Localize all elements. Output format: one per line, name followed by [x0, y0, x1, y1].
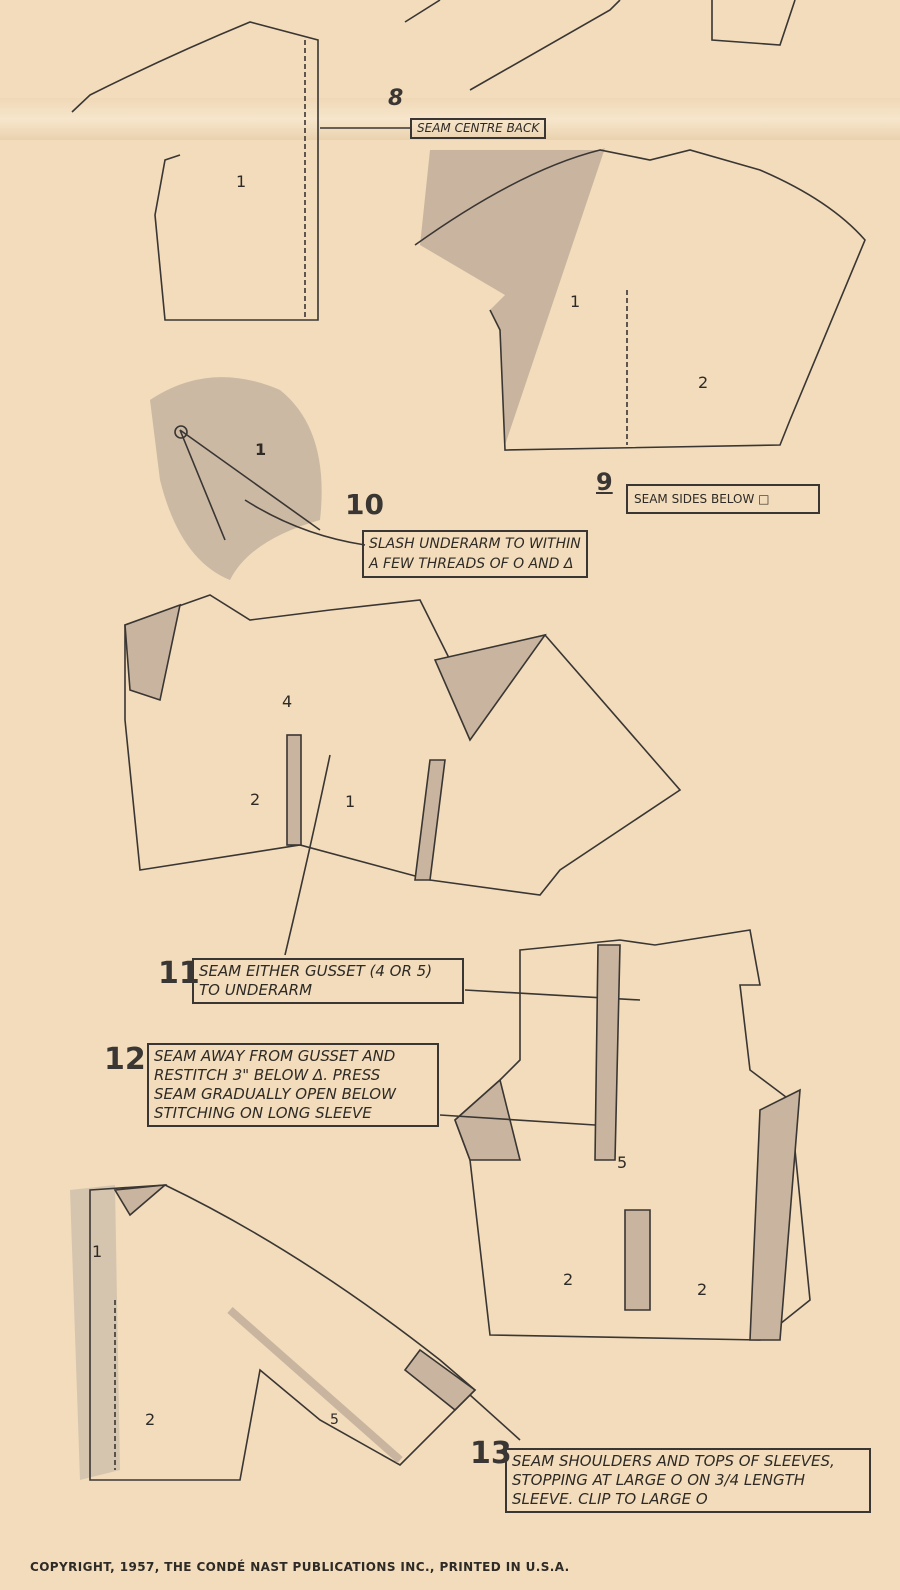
piece-label: 4 — [282, 692, 293, 711]
sleeve-seam-strip — [227, 1307, 403, 1463]
shaded-gusset-edge — [454, 1078, 522, 1161]
arrow-step13 — [469, 1394, 521, 1441]
piece-label: 2 — [698, 373, 709, 392]
instruction-box-9: SEAM SIDES BELOW □ — [626, 484, 820, 514]
shaded-sleeve-right — [433, 633, 547, 742]
piece-label: 1 — [345, 792, 356, 811]
step-number-13: 13 — [470, 1436, 512, 1471]
shaded-left-edge — [70, 1185, 120, 1480]
piece-label: 2 — [563, 1270, 574, 1289]
underarm-shaded-area — [150, 377, 322, 580]
piece-label: 2 — [250, 790, 261, 809]
shaded-right-seam — [749, 1088, 801, 1341]
piece-label: 5 — [330, 1412, 339, 1428]
large-circle-marker — [174, 425, 188, 439]
partial-top-pieces — [404, 0, 796, 91]
instruction-line: STITCHING ON LONG SLEEVE — [154, 1104, 372, 1122]
instruction-line: SEAM CENTRE BACK — [417, 121, 540, 135]
instruction-line: SEAM GRADUALLY OPEN BELOW — [154, 1085, 396, 1103]
step-number-8: 8 — [388, 86, 404, 111]
instruction-line: SEAM EITHER GUSSET (4 OR 5) — [199, 962, 433, 980]
seam-strip-12 — [594, 944, 621, 1161]
gusset-assembly-diagram — [124, 594, 682, 896]
arrow-step11-up — [284, 754, 331, 956]
seam-allowance-right — [414, 759, 446, 881]
instruction-line: SLASH UNDERARM TO WITHIN — [369, 536, 581, 552]
piece-label: 1 — [236, 172, 247, 191]
arrow-step10 — [244, 499, 366, 546]
step-number-10: 10 — [345, 488, 384, 521]
piece-label: 1 — [92, 1242, 103, 1261]
shaded-shoulder — [113, 1183, 168, 1217]
step-number-12: 12 — [104, 1042, 146, 1077]
instruction-box-12: SEAM AWAY FROM GUSSET AND RESTITCH 3" BE… — [147, 1043, 439, 1127]
instruction-line: SEAM SHOULDERS AND TOPS OF SLEEVES, — [512, 1452, 835, 1470]
seam-allowance-left — [286, 734, 302, 846]
underarm-slash-lines — [179, 429, 321, 541]
sleeve-end-shaded — [403, 1348, 477, 1412]
piece-label: 2 — [697, 1280, 708, 1299]
piece-label: 1 — [570, 292, 581, 311]
instruction-box-10: SLASH UNDERARM TO WITHIN A FEW THREADS O… — [362, 530, 588, 578]
seam-strip-lower — [624, 1209, 651, 1311]
instruction-line: SLEEVE. CLIP TO LARGE O — [512, 1490, 708, 1508]
step-number-9: 9 — [596, 468, 613, 496]
instruction-box-8: SEAM CENTRE BACK — [410, 118, 547, 139]
shaded-sleeve-left — [124, 603, 182, 702]
back-piece-diagram — [71, 21, 319, 321]
shoulder-sleeve-diagram — [89, 1184, 477, 1481]
piece-label: 5 — [617, 1153, 628, 1172]
piece-label: 2 — [145, 1410, 156, 1429]
instruction-box-13: SEAM SHOULDERS AND TOPS OF SLEEVES, STOP… — [505, 1448, 871, 1513]
instruction-line: A FEW THREADS OF O AND Δ — [369, 556, 574, 572]
instruction-line: RESTITCH 3" BELOW Δ. PRESS — [154, 1066, 381, 1084]
instruction-line: SEAM AWAY FROM GUSSET AND — [154, 1047, 396, 1065]
bodice-shaded-front — [420, 148, 605, 445]
piece-label: 1 — [255, 440, 267, 459]
copyright-notice: COPYRIGHT, 1957, THE CONDÉ NAST PUBLICAT… — [30, 1560, 570, 1574]
bodice-piece-diagram — [414, 149, 866, 451]
instruction-box-11: SEAM EITHER GUSSET (4 OR 5) TO UNDERARM — [192, 958, 464, 1004]
instruction-line: STOPPING AT LARGE O ON 3/4 LENGTH — [512, 1471, 806, 1489]
instruction-line: TO UNDERARM — [199, 981, 313, 999]
instruction-line: SEAM SIDES BELOW □ — [634, 492, 770, 506]
arrow-step12 — [439, 1114, 596, 1126]
